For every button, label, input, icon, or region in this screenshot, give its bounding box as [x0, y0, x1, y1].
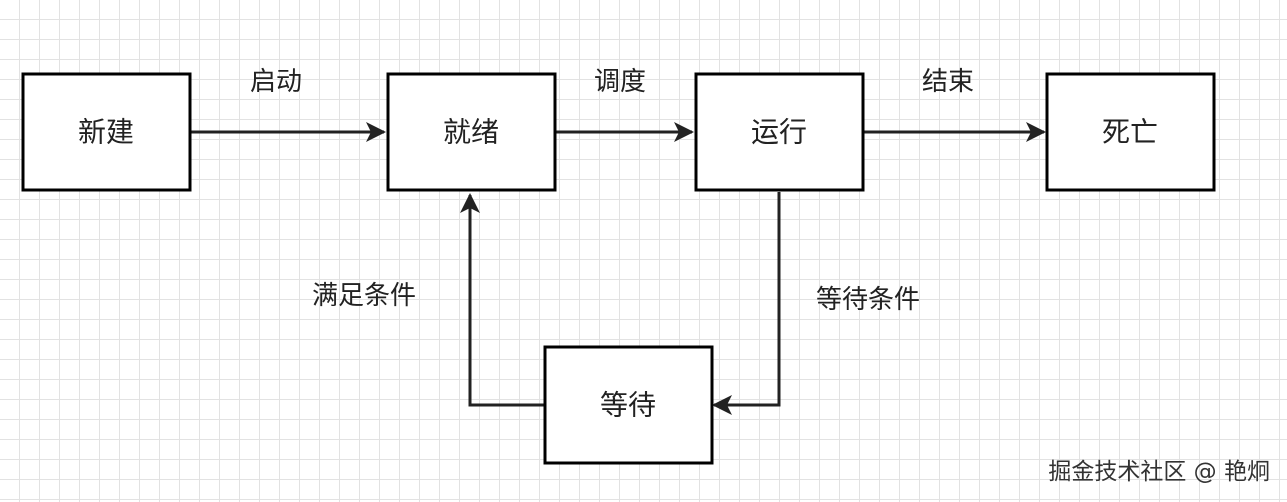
node-running-label: 运行 — [751, 116, 807, 149]
node-waiting: 等待 — [543, 345, 714, 465]
edge-wait-condition: 等待条件 — [712, 192, 920, 415]
node-new-label: 新建 — [78, 116, 134, 149]
node-running-box — [694, 72, 865, 192]
node-dead-label: 死亡 — [1102, 116, 1158, 149]
edge-start: 启动 — [190, 67, 386, 142]
edge-start-label: 启动 — [250, 67, 302, 97]
node-dead-box — [1045, 72, 1216, 192]
edge-wait-condition-label: 等待条件 — [816, 285, 920, 315]
watermark-text: 掘金技术社区 @ 艳炯 — [1048, 459, 1270, 485]
node-new-box — [21, 72, 192, 192]
node-waiting-label: 等待 — [600, 389, 656, 422]
edge-finish: 结束 — [864, 67, 1046, 142]
edge-schedule: 调度 — [556, 67, 694, 142]
edge-finish-label: 结束 — [922, 67, 974, 97]
node-waiting-box — [543, 345, 714, 465]
edge-condition-met-label: 满足条件 — [312, 281, 416, 311]
edge-schedule-label: 调度 — [594, 67, 646, 97]
node-ready: 就绪 — [386, 72, 557, 192]
node-ready-box — [386, 72, 557, 192]
edge-wait-condition-line — [712, 192, 781, 415]
edge-condition-met-line — [460, 193, 544, 407]
node-dead: 死亡 — [1045, 72, 1216, 192]
node-new: 新建 — [21, 72, 192, 192]
node-running: 运行 — [694, 72, 865, 192]
node-ready-label: 就绪 — [443, 116, 499, 149]
edge-condition-met: 满足条件 — [312, 193, 544, 407]
